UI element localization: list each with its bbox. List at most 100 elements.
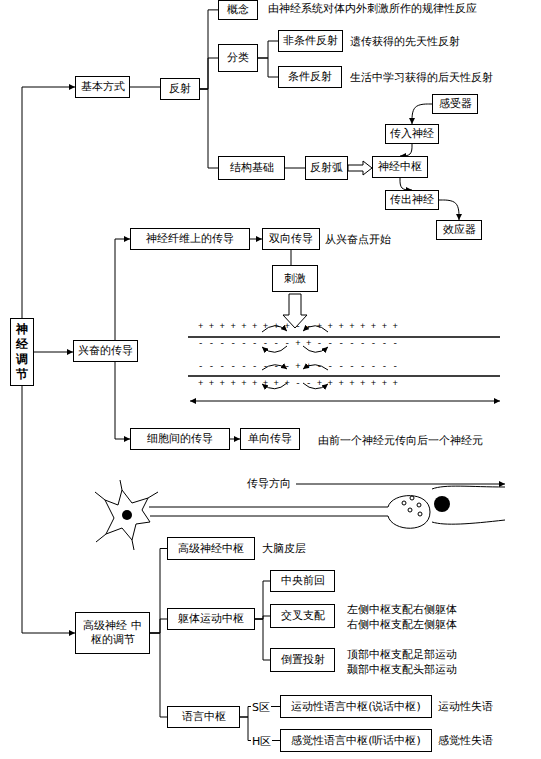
node-text: 高级神经中枢: [178, 542, 244, 556]
node-text: 双向传导: [269, 232, 313, 246]
note-text: 生活中学习获得的后天性反射: [350, 71, 493, 84]
node-text: 语言中枢: [182, 710, 226, 724]
note-text: 大脑皮层: [262, 542, 306, 555]
concept-box: 条件反射: [278, 66, 342, 88]
note-text: 运动性失语: [438, 700, 493, 713]
concept-box: 兴奋的传导: [73, 340, 138, 362]
vesicle: [410, 496, 414, 500]
concept-box: 语言中枢: [167, 706, 240, 728]
connector: [150, 633, 167, 717]
note-text: 感觉性失语: [438, 734, 493, 747]
note-text: 颞部中枢支配头部运动: [347, 663, 457, 676]
connector: [258, 58, 278, 77]
note-text: 顶部中枢支配足部运动: [347, 648, 457, 661]
concept-box: 刺激: [272, 265, 318, 292]
concept-box: 中央前回: [270, 570, 335, 592]
node-text: 高级神经 中枢的调节: [80, 619, 145, 647]
note-text: 传导方向: [247, 477, 291, 490]
node-text: 交叉支配: [281, 609, 325, 623]
concept-box: 单向传导: [240, 428, 300, 450]
connector: [115, 239, 130, 340]
node-text: 传出神经: [390, 193, 434, 207]
charge-signs: - - - - - - - - - + + - - - - - - - -: [198, 339, 398, 350]
vesicle: [408, 508, 412, 512]
dendrite: [95, 480, 158, 550]
next-neuron: [432, 486, 505, 524]
concept-box: 倒置投射: [270, 648, 335, 672]
concept-box: 结构基础: [218, 156, 285, 180]
membrane-line: [188, 336, 500, 338]
axon-terminal: [388, 496, 430, 529]
concept-box: 神经纤维上的传导: [130, 228, 250, 250]
node-text: 结构基础: [230, 161, 274, 175]
connector: [130, 87, 160, 88]
concept-box: 神经中枢: [372, 156, 428, 178]
charge-signs: - - - - - - - - - + + - - - - - - - -: [198, 362, 398, 373]
node-text: 反射弧: [310, 161, 343, 175]
node-text: 躯体运动中枢: [178, 612, 244, 626]
node-text: 神经纤维上的传导: [146, 232, 234, 246]
concept-box: 传入神经: [385, 124, 439, 144]
axon: [149, 507, 390, 516]
connector: [200, 89, 218, 168]
root-box: 神经调节: [10, 318, 34, 386]
concept-box: 反射弧: [305, 156, 348, 180]
connector: [291, 250, 292, 265]
next-nucleus: [434, 496, 450, 512]
connector: [150, 549, 167, 634]
node-text: 传入神经: [390, 127, 434, 141]
concept-box: 细胞间的传导: [130, 428, 230, 450]
charge-signs: + + + + + + + + + - - + + + + + + + +: [198, 322, 398, 333]
connector: [255, 581, 270, 619]
connector: [258, 41, 278, 58]
concept-box: 分类: [218, 44, 258, 72]
concept-box: 效应器: [436, 220, 482, 240]
concept-box: 躯体运动中枢: [167, 608, 255, 630]
concept-box: 反射: [160, 78, 200, 100]
connector: [412, 104, 432, 124]
concept-box: 感觉性语言中枢(听话中枢): [280, 729, 432, 752]
connector: [22, 87, 75, 318]
charge-signs: + + + + + + + + + - - + + + + + + + +: [198, 379, 398, 390]
node-text: 倒置投射: [281, 653, 325, 667]
concept-box: 基本方式: [75, 76, 130, 98]
connector: [285, 168, 305, 169]
concept-box: 感受器: [432, 94, 478, 114]
node-text: 兴奋的传导: [78, 344, 133, 358]
connector: [250, 239, 262, 240]
edge-label: H区: [251, 733, 272, 748]
node-text: 分类: [227, 51, 249, 65]
node-text: 反射: [169, 82, 191, 96]
node-text: 运动性语言中枢(说话中枢): [291, 700, 421, 714]
concept-box: 高级神经 中枢的调节: [75, 612, 150, 654]
connector: [115, 362, 130, 439]
connector: [400, 144, 412, 156]
connector: [200, 58, 218, 89]
note-text: 遗传获得的先天性反射: [350, 35, 460, 48]
membrane-line: [188, 375, 500, 377]
connector: [255, 619, 270, 660]
cell-body: [105, 490, 150, 540]
node-text: 细胞间的传导: [147, 432, 213, 446]
concept-box: 高级神经中枢: [167, 537, 255, 560]
node-text: 神经调节: [15, 322, 29, 382]
concept-box: 传出神经: [385, 190, 439, 210]
node-text: 感受器: [439, 97, 472, 111]
direction-arrow: [296, 484, 505, 485]
concept-box: 概念: [218, 0, 258, 20]
vesicle: [402, 501, 406, 505]
connector: [439, 200, 459, 220]
connector: [200, 10, 218, 89]
node-text: 中央前回: [281, 574, 325, 588]
note-text: 由前一个神经元传向后一个神经元: [318, 434, 483, 447]
node-text: 条件反射: [288, 70, 332, 84]
nucleus: [122, 510, 132, 520]
connector: [150, 619, 167, 633]
node-text: 感觉性语言中枢(听话中枢): [291, 734, 421, 748]
edge-label: S区: [251, 699, 271, 714]
note-text: 右侧中枢支配左侧躯体: [347, 618, 457, 631]
connector: [400, 178, 412, 190]
connector: [22, 386, 75, 633]
conduction-arrow: [190, 401, 500, 402]
